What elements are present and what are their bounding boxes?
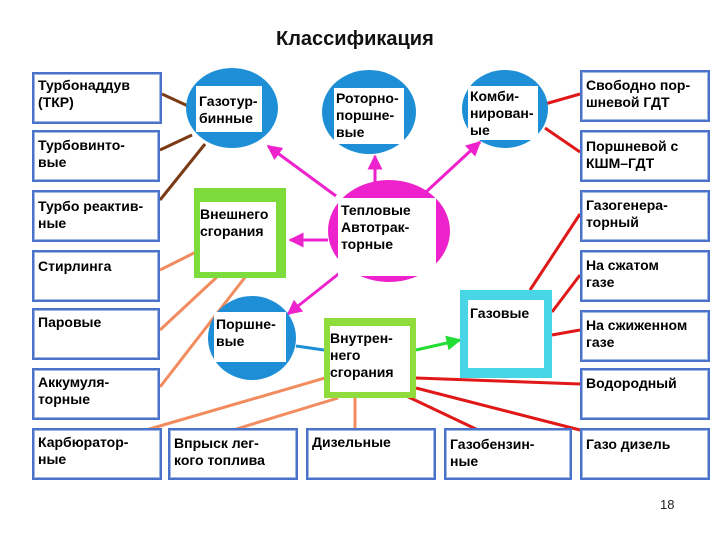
line-combined-kshm [544, 126, 581, 154]
combined-circle: Комби- нирован- ые [462, 70, 548, 148]
box-gas-generator: Газогенера- торный [580, 190, 710, 242]
line-gas-generator [528, 213, 582, 291]
line-gas-liquefied [551, 328, 581, 337]
line-gasturbine-turbocharge [161, 92, 189, 108]
arrow-center-piston [286, 266, 347, 316]
line-external-stirling [159, 250, 197, 272]
gas-turbine-circle: Газотур- бинные [186, 68, 278, 148]
line-internal-carburetor [145, 376, 326, 432]
box-turboprop: Турбовинто- вые [32, 130, 160, 182]
box-free-piston-gdt: Свободно пор- шневой ГДТ [580, 70, 710, 122]
external-combustion-box: Внешнего сгорания [194, 188, 286, 278]
gas-box: Газовые [460, 290, 552, 378]
piston-label: Поршне- вые [216, 316, 276, 349]
line-internal-hydrogen [415, 376, 581, 386]
arrow-piston-internal [295, 344, 325, 352]
box-steam: Паровые [32, 308, 160, 360]
box-turbojet: Турбо реактив- ные [32, 190, 160, 242]
page-number: 18 [660, 497, 675, 512]
box-compressed-gas: На сжатом газе [580, 250, 710, 302]
line-gasturbine-turbojet [158, 143, 207, 201]
box-light-fuel-injection: Впрыск лег- кого топлива [168, 428, 298, 480]
gas-turbine-label: Газотур- бинные [199, 93, 258, 126]
box-diesel: Дизельные [306, 428, 436, 480]
center-label: Тепловые Автотрак- торные [341, 202, 411, 252]
line-external-steam [158, 274, 220, 332]
rotary-piston-label: Роторно- поршне- вые [336, 90, 399, 140]
line-external-battery [158, 275, 248, 388]
arrow-internal-gas [415, 335, 462, 352]
line-combined-freepiston [544, 92, 581, 106]
internal-combustion-box: Внутрен- него сгорания [324, 318, 416, 398]
box-gasoline-gas: Газобензин- ные [444, 428, 572, 480]
box-battery: Аккумуля- торные [32, 368, 160, 420]
piston-circle: Поршне- вые [208, 296, 296, 380]
box-gas-diesel: Газо дизель [580, 428, 710, 480]
internal-combustion-label: Внутрен- него сгорания [330, 330, 394, 380]
box-hydrogen: Водородный [580, 368, 710, 420]
page-title: Классификация [276, 28, 434, 50]
line-internal-gasoline-gas [399, 391, 479, 432]
line-internal-injection [232, 396, 339, 432]
external-combustion-label: Внешнего сгорания [200, 206, 269, 239]
gas-label: Газовые [470, 305, 530, 321]
box-turbocharging: Турбонаддув (ТКР) [32, 72, 162, 124]
arrow-center-gasturbine [266, 144, 337, 198]
line-internal-gasdiesel [415, 386, 581, 432]
box-piston-kshm-gdt: Поршневой с КШМ–ГДТ [580, 130, 710, 182]
box-carburetor: Карбюратор- ные [32, 428, 162, 480]
combined-label: Комби- нирован- ые [470, 88, 534, 138]
arrow-center-combined [424, 140, 482, 194]
line-gasturbine-turboprop [159, 133, 193, 152]
box-stirling: Стирлинга [32, 250, 160, 302]
line-gas-compressed [550, 274, 582, 313]
rotary-piston-circle: Роторно- поршне- вые [322, 70, 416, 154]
center-circle: Тепловые Автотрак- торные [328, 180, 450, 282]
box-liquefied-gas: На сжиженном газе [580, 310, 710, 362]
